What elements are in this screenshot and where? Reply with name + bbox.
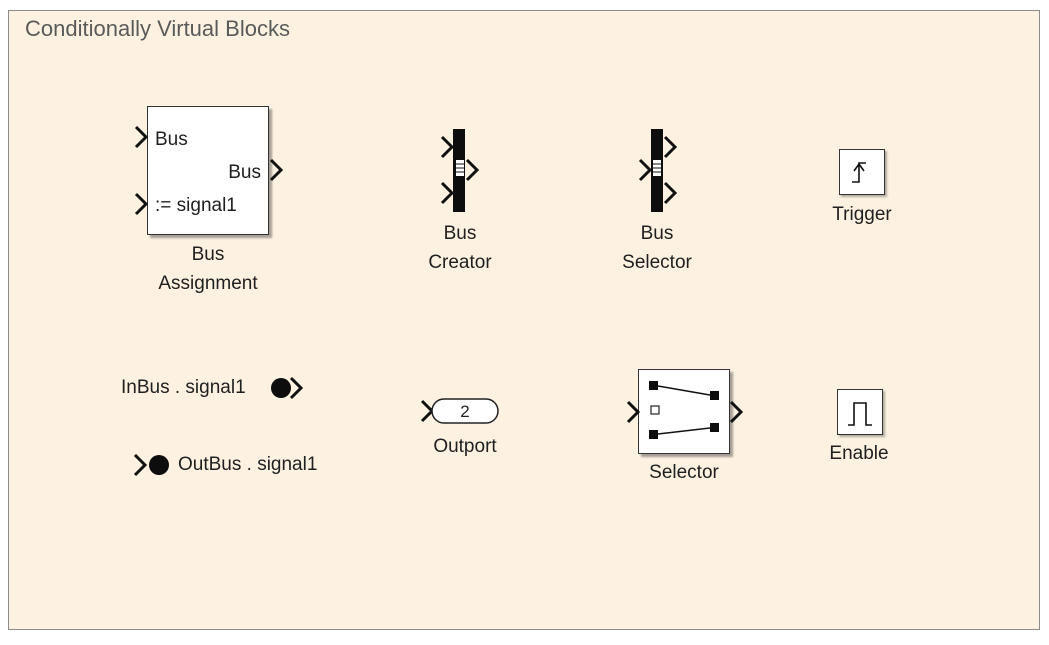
bus-assignment-label-line2: Assignment [158, 273, 258, 294]
bus-assignment-output-port [269, 158, 284, 182]
bus-assignment-block[interactable]: Bus Bus := signal1 [147, 106, 269, 235]
enable-label: Enable [829, 443, 889, 464]
bus-assignment-input-bus-label: Bus [155, 129, 188, 150]
outport-block [420, 398, 499, 424]
outbus-port-icon [133, 453, 169, 477]
bus-assignment-signal-label: := signal1 [155, 195, 237, 216]
bus-creator-label-line1: Bus [443, 223, 477, 244]
bus-assignment-input-port-2 [134, 192, 149, 216]
bus-creator-label: Bus Creator [410, 219, 510, 277]
outbus-signal-label: OutBus . signal1 [178, 454, 318, 475]
bus-assignment-input-port-1 [134, 125, 149, 149]
selector-block-icon [626, 381, 744, 439]
selector-label: Selector [649, 462, 719, 483]
bus-selector-label: Bus Selector [607, 219, 707, 277]
trigger-rising-edge-icon [852, 162, 866, 183]
bus-creator-label-line2: Creator [428, 252, 492, 273]
outport-number: 2 [460, 402, 469, 421]
bus-assignment-label: Bus Assignment [148, 240, 268, 298]
bus-creator-block [440, 129, 480, 212]
inbus-signal-label: InBus . signal1 [121, 377, 246, 398]
trigger-block[interactable] [839, 149, 885, 195]
outport-label: Outport [433, 436, 497, 457]
bus-assignment-label-line1: Bus [191, 244, 225, 265]
bus-assignment-output-bus-label: Bus [228, 162, 261, 183]
inbus-port-icon [271, 376, 304, 400]
bus-selector-label-line2: Selector [622, 252, 692, 273]
bus-selector-label-line1: Bus [640, 223, 674, 244]
bus-selector-block [638, 129, 678, 212]
enable-pulse-icon [848, 402, 872, 426]
trigger-label: Trigger [832, 204, 892, 225]
enable-block[interactable] [837, 389, 883, 435]
area-title: Conditionally Virtual Blocks [25, 16, 290, 41]
